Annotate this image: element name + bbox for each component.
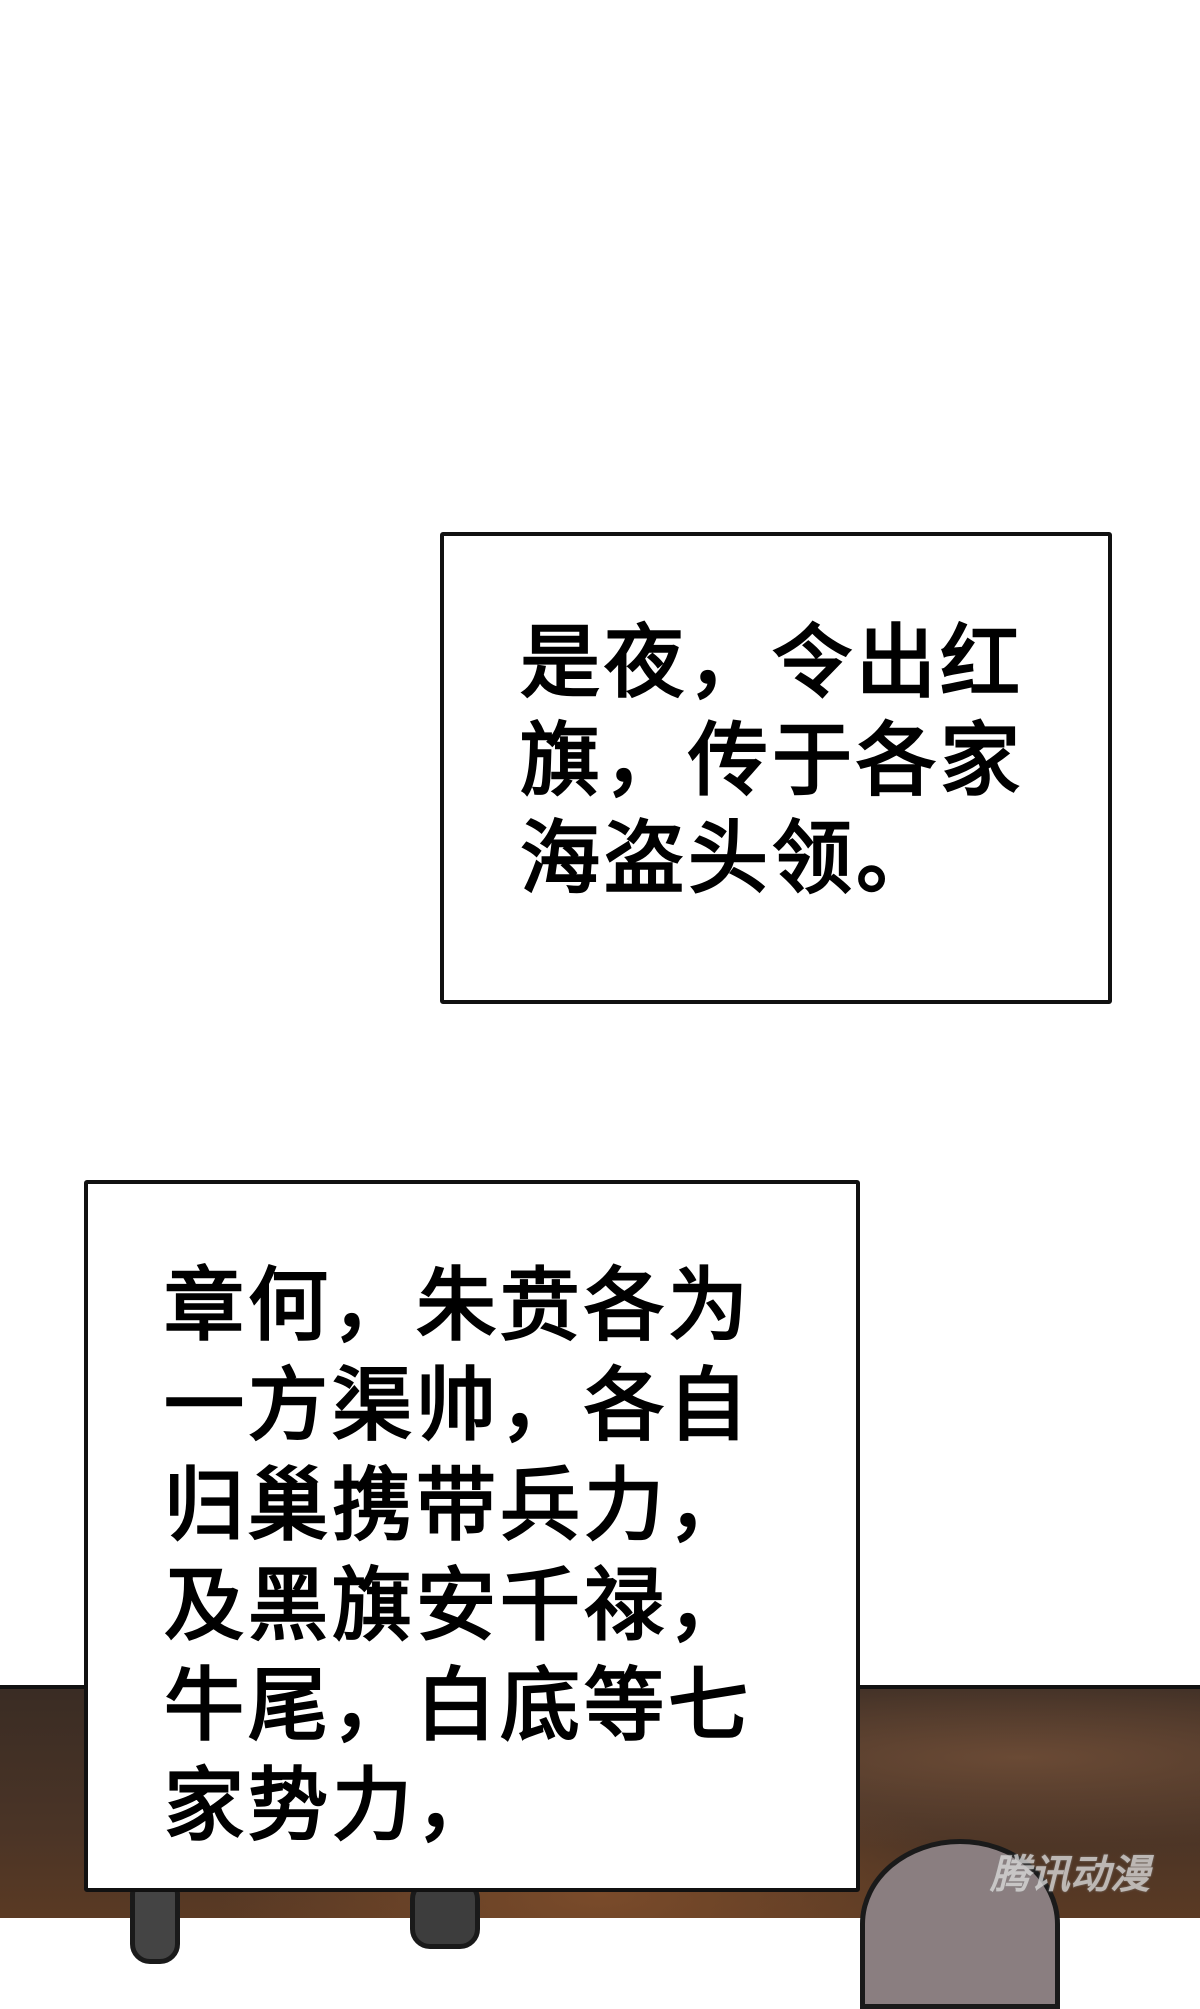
narration-text: 章何，朱贲各为 一方渠帅，各自 归巢携带兵力， 及黑旗安千禄， 牛尾，白底等七 …: [164, 1259, 752, 1852]
narration-box: 是夜，令出红 旗，传于各家 海盗头领。: [440, 532, 1112, 1004]
watermark-logo: 腾讯动漫: [990, 1852, 1150, 1898]
narration-text: 是夜，令出红 旗，传于各家 海盗头领。: [520, 616, 1024, 905]
narration-box: 章何，朱贲各为 一方渠帅，各自 归巢携带兵力， 及黑旗安千禄， 牛尾，白底等七 …: [84, 1180, 860, 1892]
